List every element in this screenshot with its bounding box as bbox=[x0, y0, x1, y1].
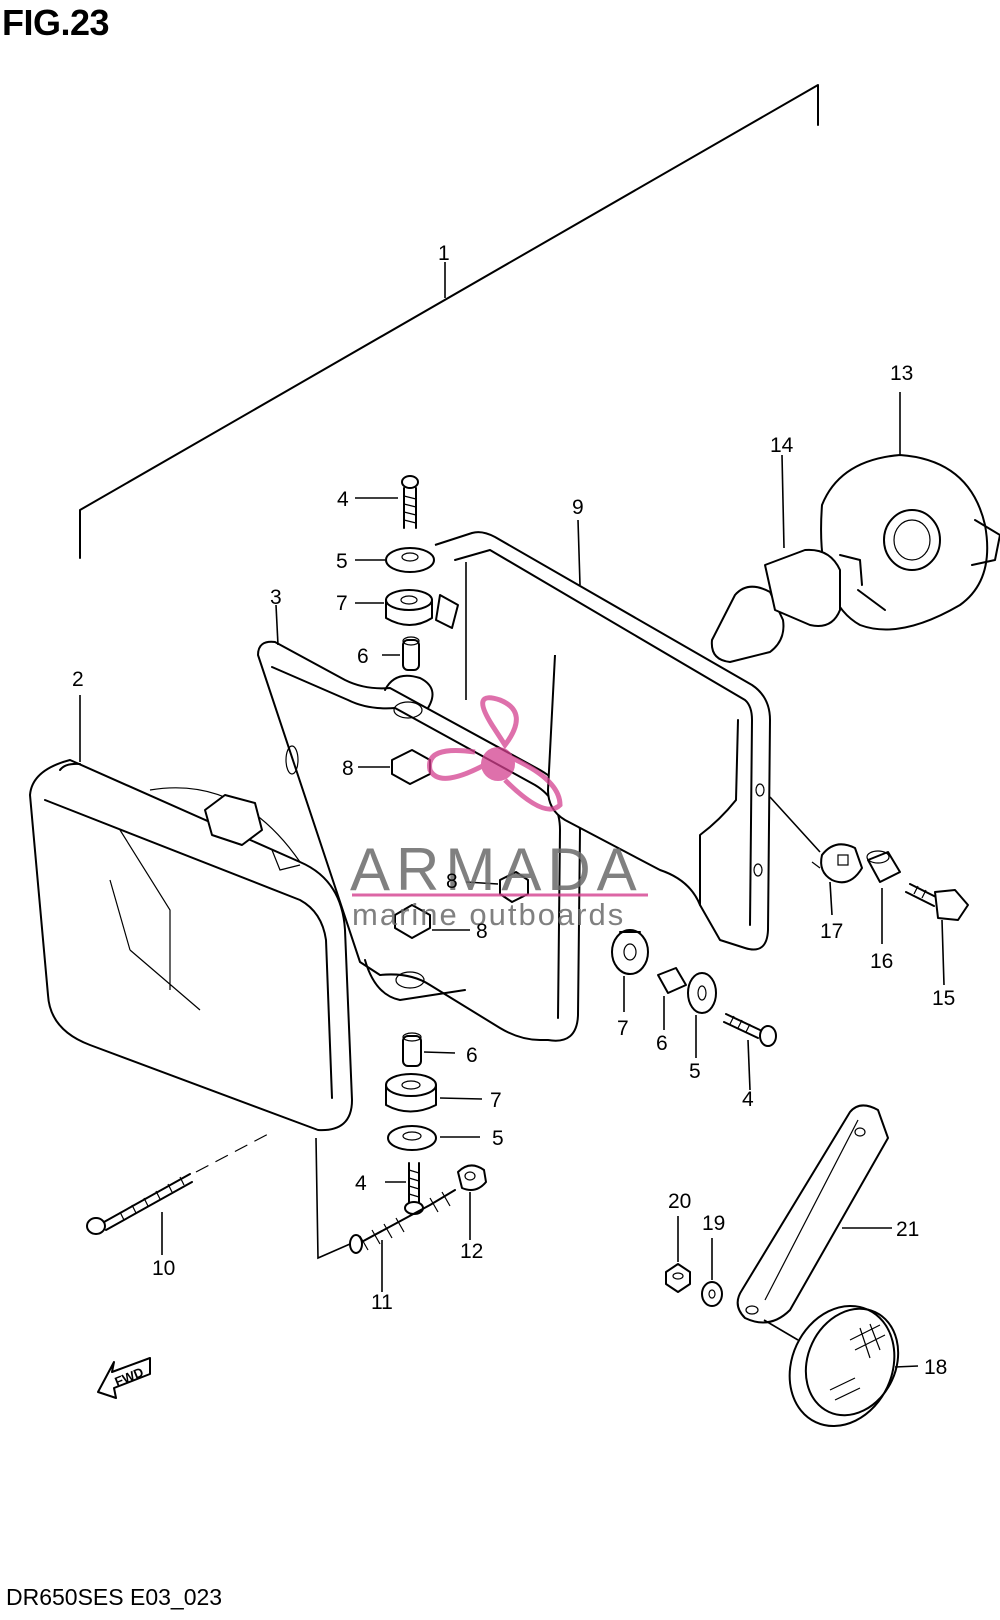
long-screw bbox=[86, 1131, 273, 1255]
figure-title: FIG.23 bbox=[2, 2, 110, 43]
fwd-label: FWD bbox=[113, 1364, 146, 1389]
callout-17: 17 bbox=[820, 920, 843, 943]
callout-19: 19 bbox=[702, 1212, 725, 1235]
headlight-rim bbox=[257, 604, 581, 1042]
callout-20: 20 bbox=[668, 1190, 691, 1213]
watermark-tagline: marine outboards bbox=[352, 897, 625, 932]
callout-6: 6 bbox=[357, 645, 369, 668]
screw-right bbox=[723, 1013, 777, 1091]
screw-lower bbox=[385, 1162, 424, 1215]
callout-18: 18 bbox=[924, 1356, 947, 1379]
callout-7: 7 bbox=[617, 1017, 629, 1040]
callout-15: 15 bbox=[932, 987, 955, 1010]
adjuster-spring bbox=[349, 1189, 456, 1292]
washer-top bbox=[355, 547, 435, 573]
callout-4: 4 bbox=[742, 1088, 754, 1111]
washer-right bbox=[687, 972, 717, 1058]
watermark-logo bbox=[427, 695, 563, 812]
washer-lower bbox=[387, 1125, 480, 1151]
callout-6: 6 bbox=[656, 1032, 668, 1055]
callout-10: 10 bbox=[152, 1257, 175, 1280]
callout-13: 13 bbox=[890, 362, 913, 385]
adjuster-nut bbox=[457, 1164, 487, 1240]
callout-7: 7 bbox=[336, 592, 348, 615]
headlight-bulb bbox=[710, 454, 863, 663]
collar-16 bbox=[866, 850, 901, 944]
callout-21: 21 bbox=[896, 1218, 919, 1241]
screw-top bbox=[355, 475, 419, 529]
callout-5: 5 bbox=[492, 1127, 504, 1150]
watermark-brand: ARMADA bbox=[350, 836, 643, 903]
nut-lower bbox=[394, 904, 470, 939]
callout-14: 14 bbox=[770, 434, 794, 457]
grommet-lower bbox=[385, 1073, 483, 1113]
callout-1: 1 bbox=[438, 242, 450, 265]
callout-4: 4 bbox=[337, 488, 349, 511]
callout-12: 12 bbox=[460, 1240, 483, 1263]
adjuster-knob bbox=[769, 796, 863, 916]
grommet-right bbox=[611, 929, 649, 1012]
callout-6: 6 bbox=[466, 1044, 478, 1067]
collar-right bbox=[657, 967, 687, 1030]
collar-top bbox=[382, 636, 420, 671]
callout-11: 11 bbox=[371, 1291, 393, 1314]
callout-5: 5 bbox=[336, 550, 348, 573]
collar-lower bbox=[402, 1032, 456, 1067]
diagram-code: DR650SES E03_023 bbox=[6, 1584, 223, 1610]
callout-labels: 1 2 3 4 4 4 5 5 5 6 6 6 7 7 7 8 8 8 9 10… bbox=[72, 242, 955, 1379]
reflector-bracket bbox=[736, 1104, 892, 1324]
callout-3: 3 bbox=[270, 586, 282, 609]
washer-19 bbox=[701, 1238, 723, 1307]
socket-cover bbox=[820, 392, 1000, 631]
nut-20 bbox=[665, 1216, 691, 1293]
callout-8: 8 bbox=[446, 870, 458, 893]
callout-8: 8 bbox=[342, 757, 354, 780]
assembly-bracket bbox=[79, 84, 819, 559]
callout-9: 9 bbox=[572, 496, 584, 519]
headlight-lens bbox=[29, 695, 353, 1132]
callout-5: 5 bbox=[689, 1060, 701, 1083]
callout-7: 7 bbox=[490, 1089, 502, 1112]
reflector bbox=[763, 1304, 919, 1428]
mounting-bracket bbox=[434, 519, 771, 951]
fwd-arrow-icon: FWD bbox=[97, 1357, 151, 1399]
callout-8: 8 bbox=[476, 920, 488, 943]
callout-16: 16 bbox=[870, 950, 893, 973]
callout-4: 4 bbox=[355, 1172, 367, 1195]
bolt-15 bbox=[905, 883, 969, 986]
callout-2: 2 bbox=[72, 668, 84, 691]
lens-guide-lines bbox=[315, 1137, 351, 1260]
grommet-top bbox=[355, 589, 459, 629]
